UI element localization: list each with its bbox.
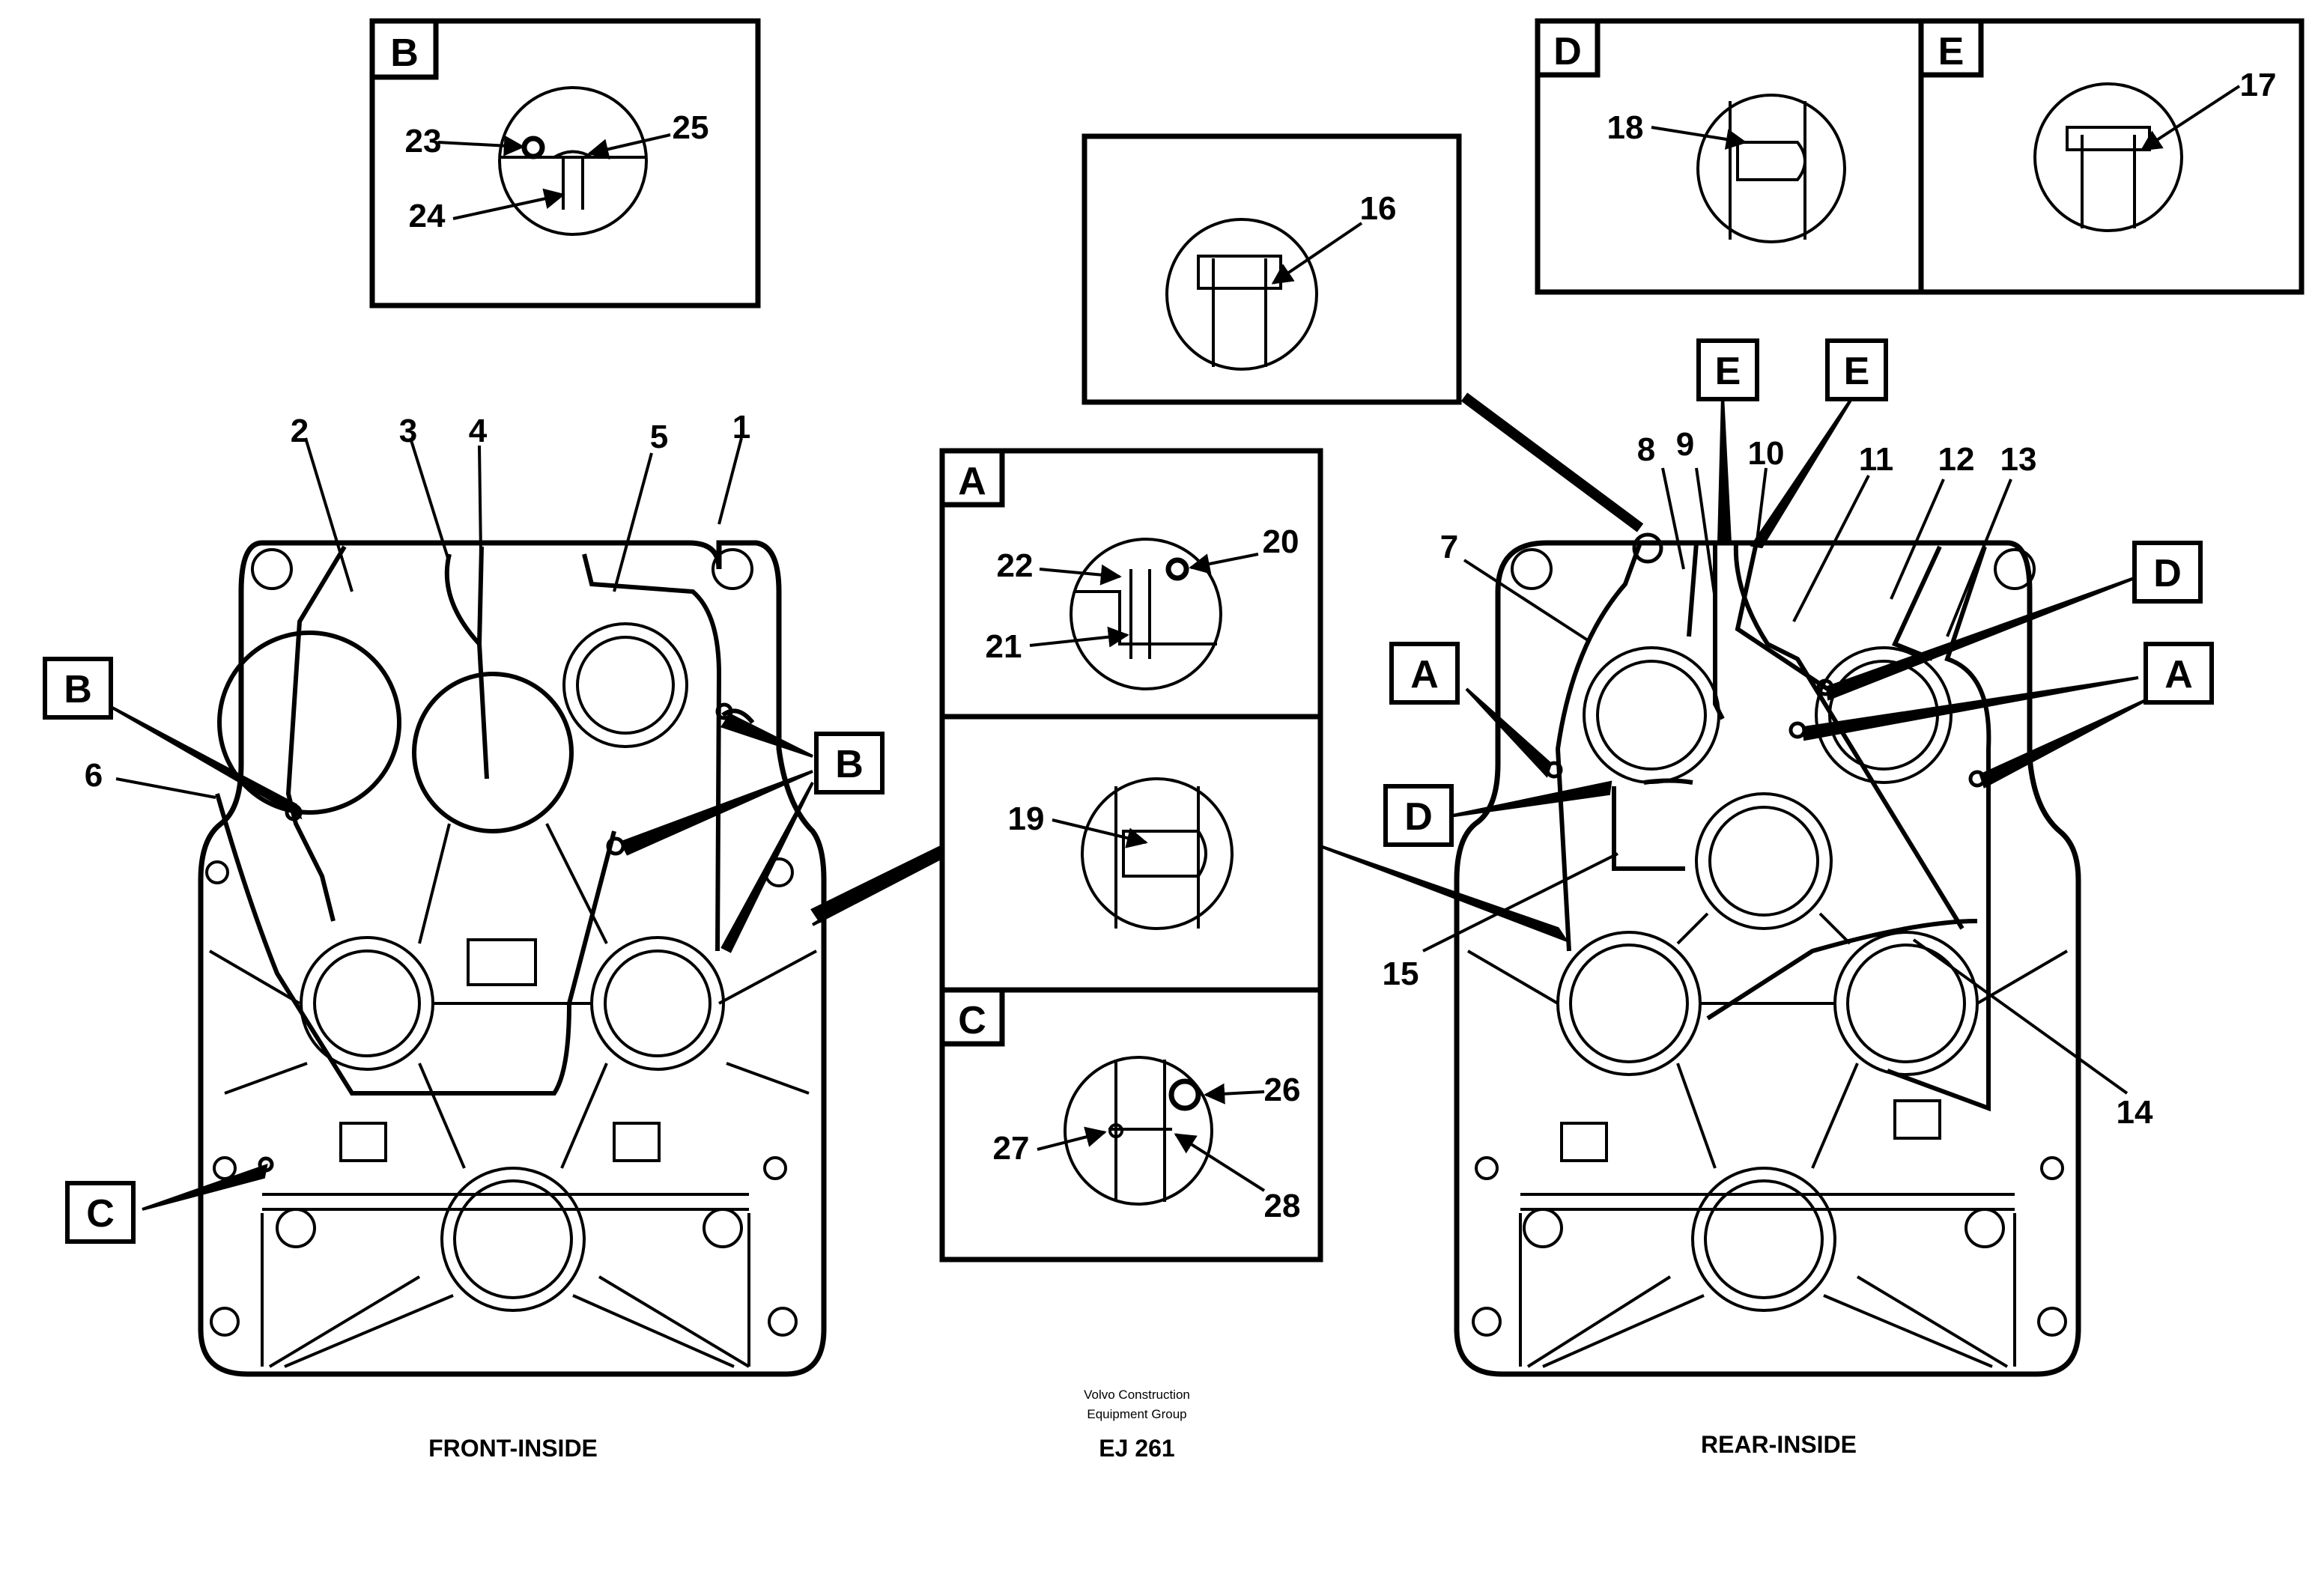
callout-20: 20	[1263, 523, 1299, 560]
caption-rear-inside: REAR-INSIDE	[1701, 1431, 1857, 1458]
marker-d-rear-right: D	[2153, 552, 2182, 595]
callout-7: 7	[1440, 529, 1458, 565]
callout-2: 2	[291, 413, 309, 449]
callout-22: 22	[997, 547, 1034, 584]
front-inside-housing	[111, 437, 827, 1377]
detail-16-box	[1081, 133, 1644, 532]
callout-21: 21	[986, 628, 1022, 665]
callout-13: 13	[2000, 441, 2037, 478]
callout-17: 17	[2240, 67, 2277, 103]
callout-16: 16	[1360, 190, 1397, 227]
callout-14: 14	[2117, 1094, 2153, 1131]
callout-5: 5	[650, 419, 668, 455]
callout-25: 25	[673, 109, 709, 146]
callout-15: 15	[1383, 955, 1419, 992]
marker-e-right: E	[1844, 350, 1870, 393]
callout-27: 27	[993, 1130, 1030, 1167]
callout-23: 23	[405, 123, 442, 159]
callout-1: 1	[732, 409, 750, 446]
callout-4: 4	[469, 413, 488, 449]
detail-a-letter: A	[958, 460, 986, 503]
detail-b-letter: B	[390, 31, 419, 75]
callout-24: 24	[409, 198, 446, 234]
callout-6: 6	[85, 757, 103, 794]
credit-line-2: Equipment Group	[1087, 1407, 1186, 1421]
callout-3: 3	[399, 413, 417, 449]
detail-d-letter: D	[1553, 30, 1582, 73]
detail-de-box	[1535, 18, 2305, 295]
marker-a-rear-left: A	[1410, 653, 1439, 696]
figure-code: EJ 261	[1099, 1435, 1174, 1462]
callout-9: 9	[1676, 426, 1694, 463]
credit-line-1: Volvo Construction	[1084, 1388, 1190, 1402]
callout-19: 19	[1008, 800, 1045, 837]
wedge-a-left	[811, 843, 944, 926]
callout-12: 12	[1938, 441, 1975, 478]
rear-inside-housing	[1422, 394, 2146, 1377]
letter-markers	[43, 338, 2214, 1244]
labels: B D E A C B B C A D A D E E 1 2 3 4 5 6 …	[64, 30, 2276, 1462]
callout-26: 26	[1264, 1072, 1301, 1108]
caption-front-inside: FRONT-INSIDE	[428, 1435, 598, 1462]
marker-c: C	[86, 1192, 115, 1236]
callout-11: 11	[1859, 441, 1894, 478]
detail-c-letter: C	[958, 999, 986, 1042]
marker-a-rear-right: A	[2164, 653, 2193, 696]
detail-b-box	[369, 18, 761, 309]
detail-e-letter: E	[1938, 30, 1965, 73]
marker-b-right: B	[835, 743, 864, 786]
marker-e-left: E	[1715, 350, 1741, 393]
callout-10: 10	[1748, 435, 1785, 472]
callout-28: 28	[1264, 1188, 1301, 1224]
marker-d-rear-left: D	[1404, 795, 1433, 839]
callout-18: 18	[1607, 109, 1644, 146]
callout-8: 8	[1637, 431, 1655, 468]
marker-b-left: B	[64, 668, 92, 711]
